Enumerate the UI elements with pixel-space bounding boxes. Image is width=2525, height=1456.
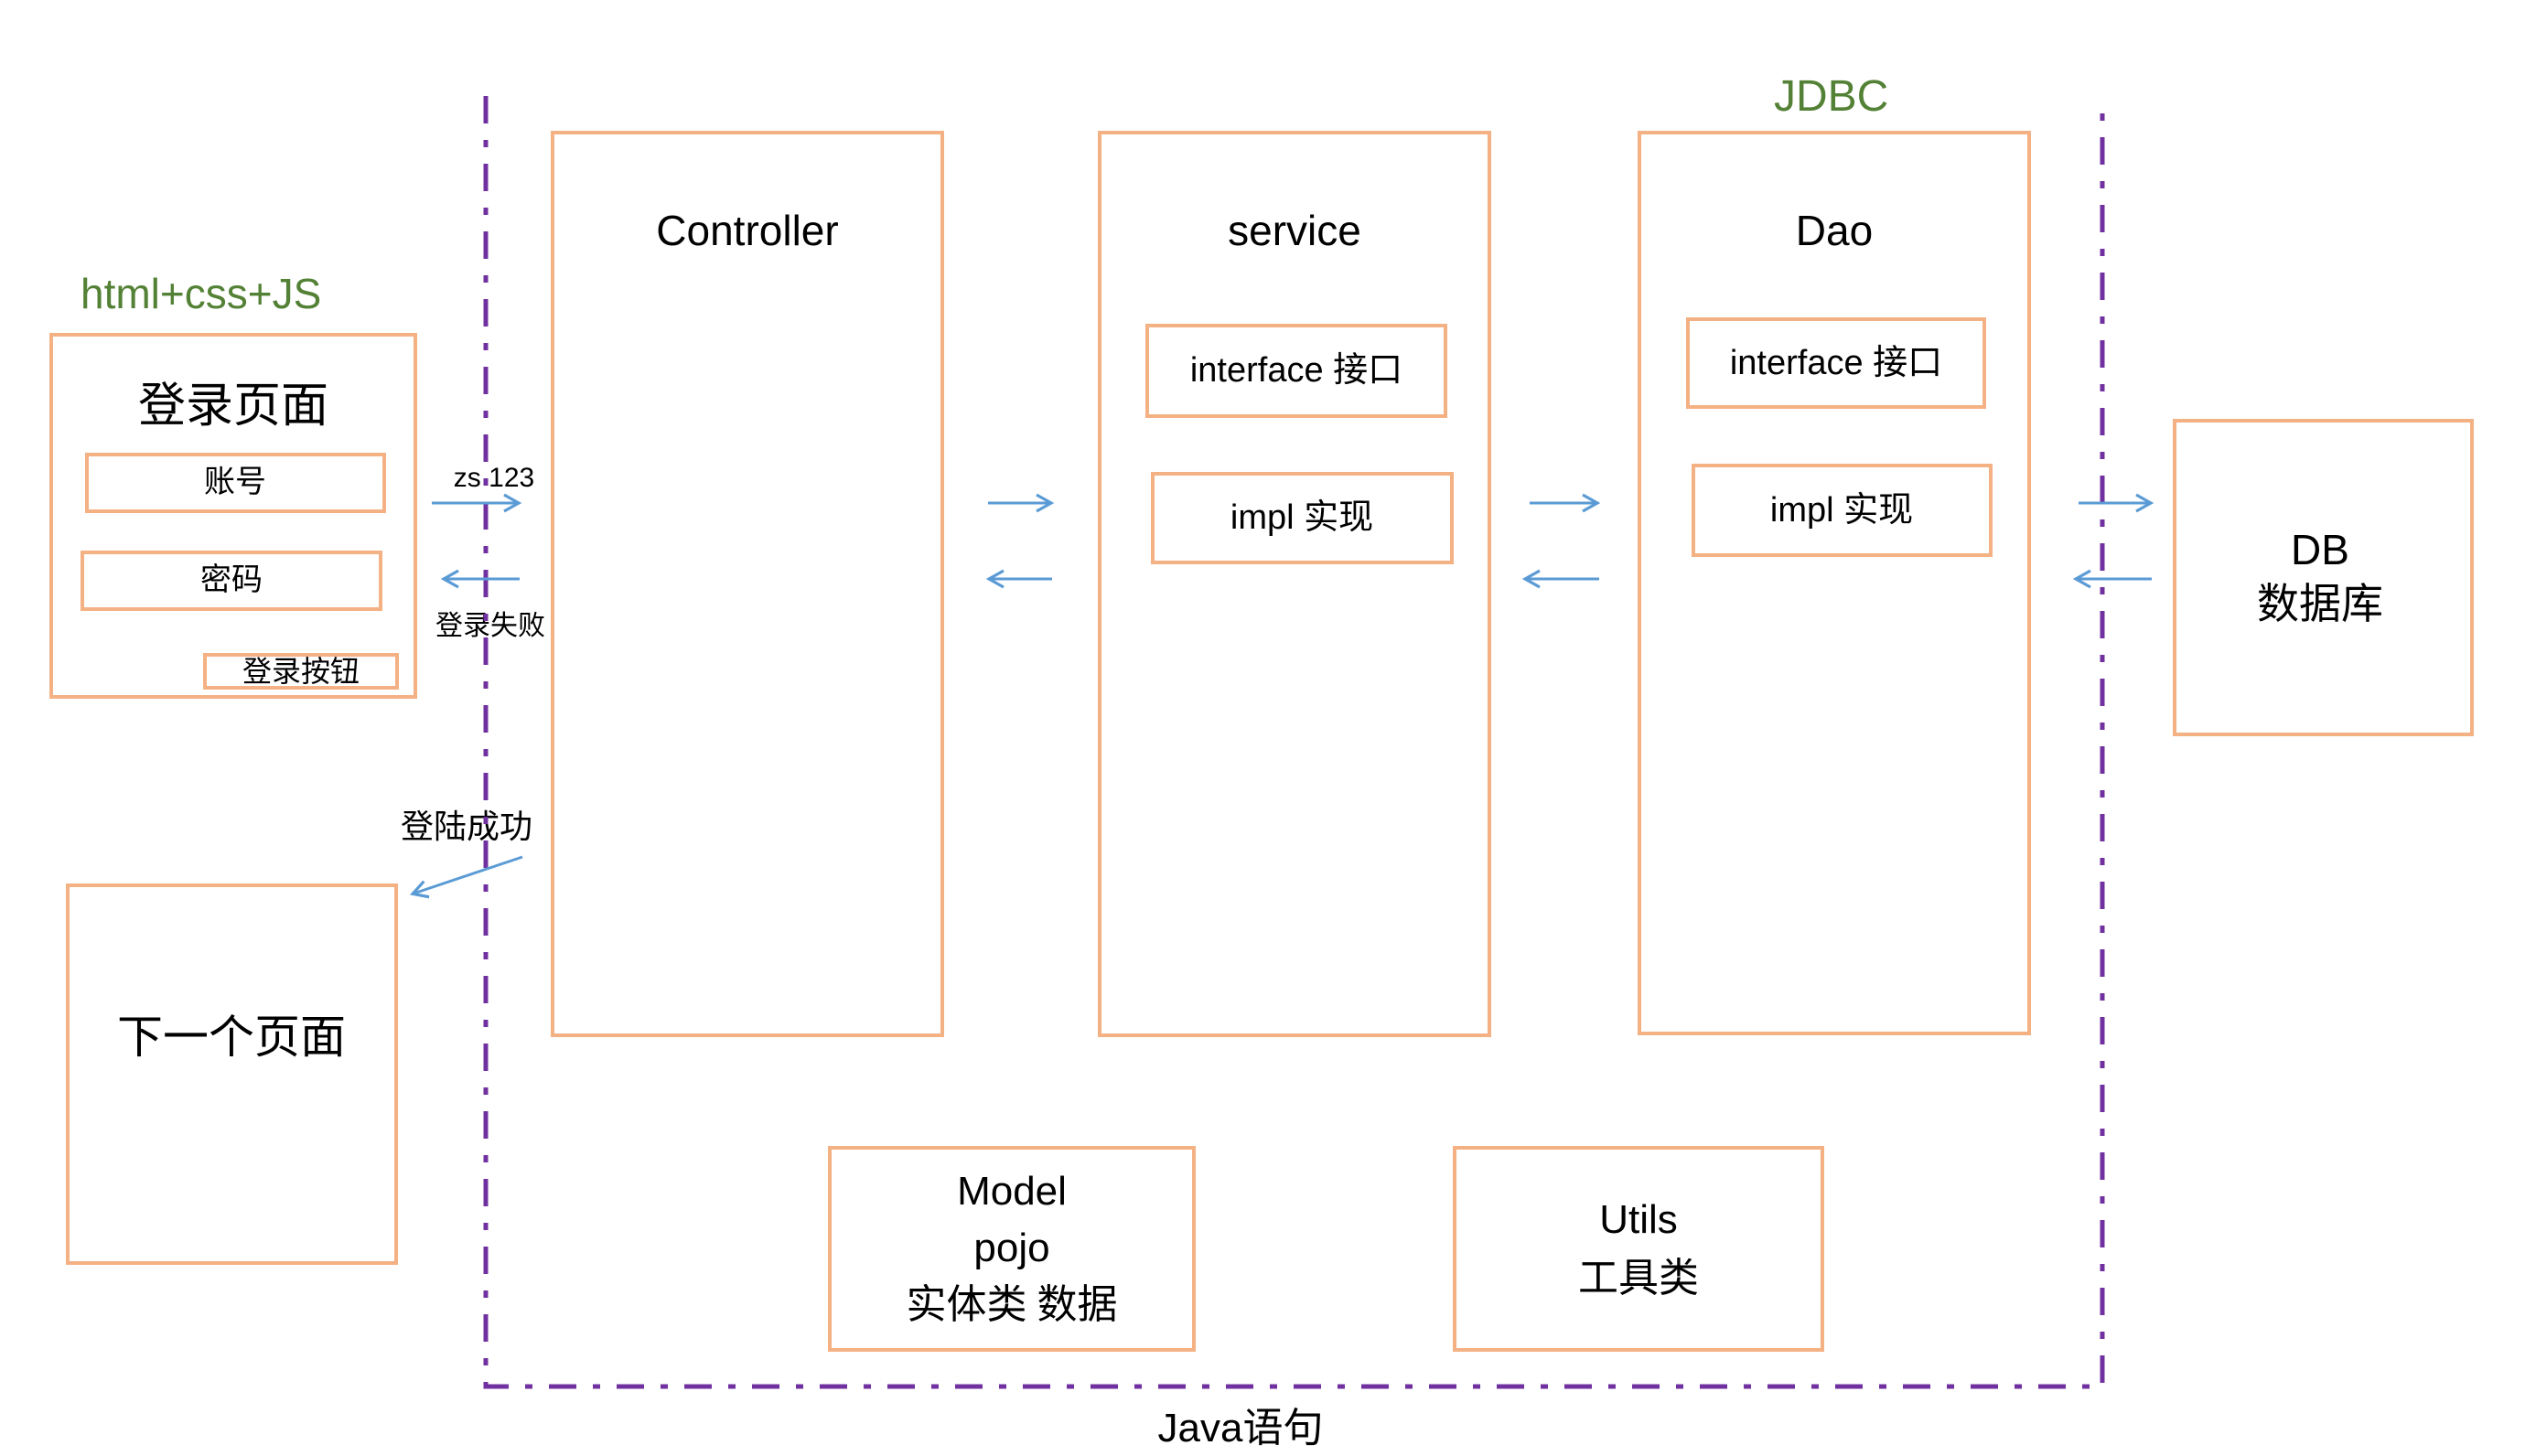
next-page-box	[66, 883, 398, 1265]
service-title: service	[1228, 207, 1361, 254]
login-page-box	[49, 333, 417, 699]
login-button-box	[203, 653, 399, 690]
password-field-box	[81, 551, 382, 611]
password-field-label: 密码	[200, 563, 263, 597]
dao-impl-label: impl 实现	[1769, 491, 1914, 530]
account-field-label: 账号	[204, 466, 266, 499]
controller-title: Controller	[656, 207, 839, 254]
utils-box	[1453, 1146, 1824, 1352]
db-box	[2173, 419, 2474, 736]
login-page-title: 登录页面	[137, 380, 329, 433]
db-label-line1: DB	[2291, 526, 2349, 573]
fail-flow-label: 登录失败	[435, 611, 545, 641]
utils-label-line1: Utils	[1599, 1197, 1678, 1242]
account-field-box	[85, 453, 386, 513]
controller-box	[551, 131, 944, 1037]
service-impl-label: impl 实现	[1230, 498, 1374, 537]
utils-label-line2: 工具类	[1578, 1256, 1699, 1301]
service-interface-label: interface 接口	[1189, 351, 1403, 390]
dao-box	[1638, 131, 2031, 1035]
arrow-login-success-to-next-page	[409, 855, 523, 899]
java-region-label: Java语句	[1157, 1406, 1324, 1451]
model-label-line1: Model	[957, 1169, 1067, 1214]
service-box	[1098, 131, 1491, 1037]
frontend-tech-label: html+css+JS	[81, 270, 322, 317]
model-label-line2: pojo	[973, 1226, 1050, 1270]
dao-title: Dao	[1795, 207, 1874, 254]
dao-interface-label: interface 接口	[1729, 344, 1943, 382]
request-flow-label: zs 123	[453, 463, 535, 493]
next-page-label: 下一个页面	[117, 1012, 346, 1063]
model-label-line3: 实体类 数据	[906, 1282, 1118, 1327]
success-flow-label: 登陆成功	[400, 808, 533, 845]
db-label-line2: 数据库	[2257, 581, 2383, 627]
jdbc-label: JDBC	[1774, 72, 1889, 121]
login-button-label: 登录按钮	[242, 655, 360, 688]
